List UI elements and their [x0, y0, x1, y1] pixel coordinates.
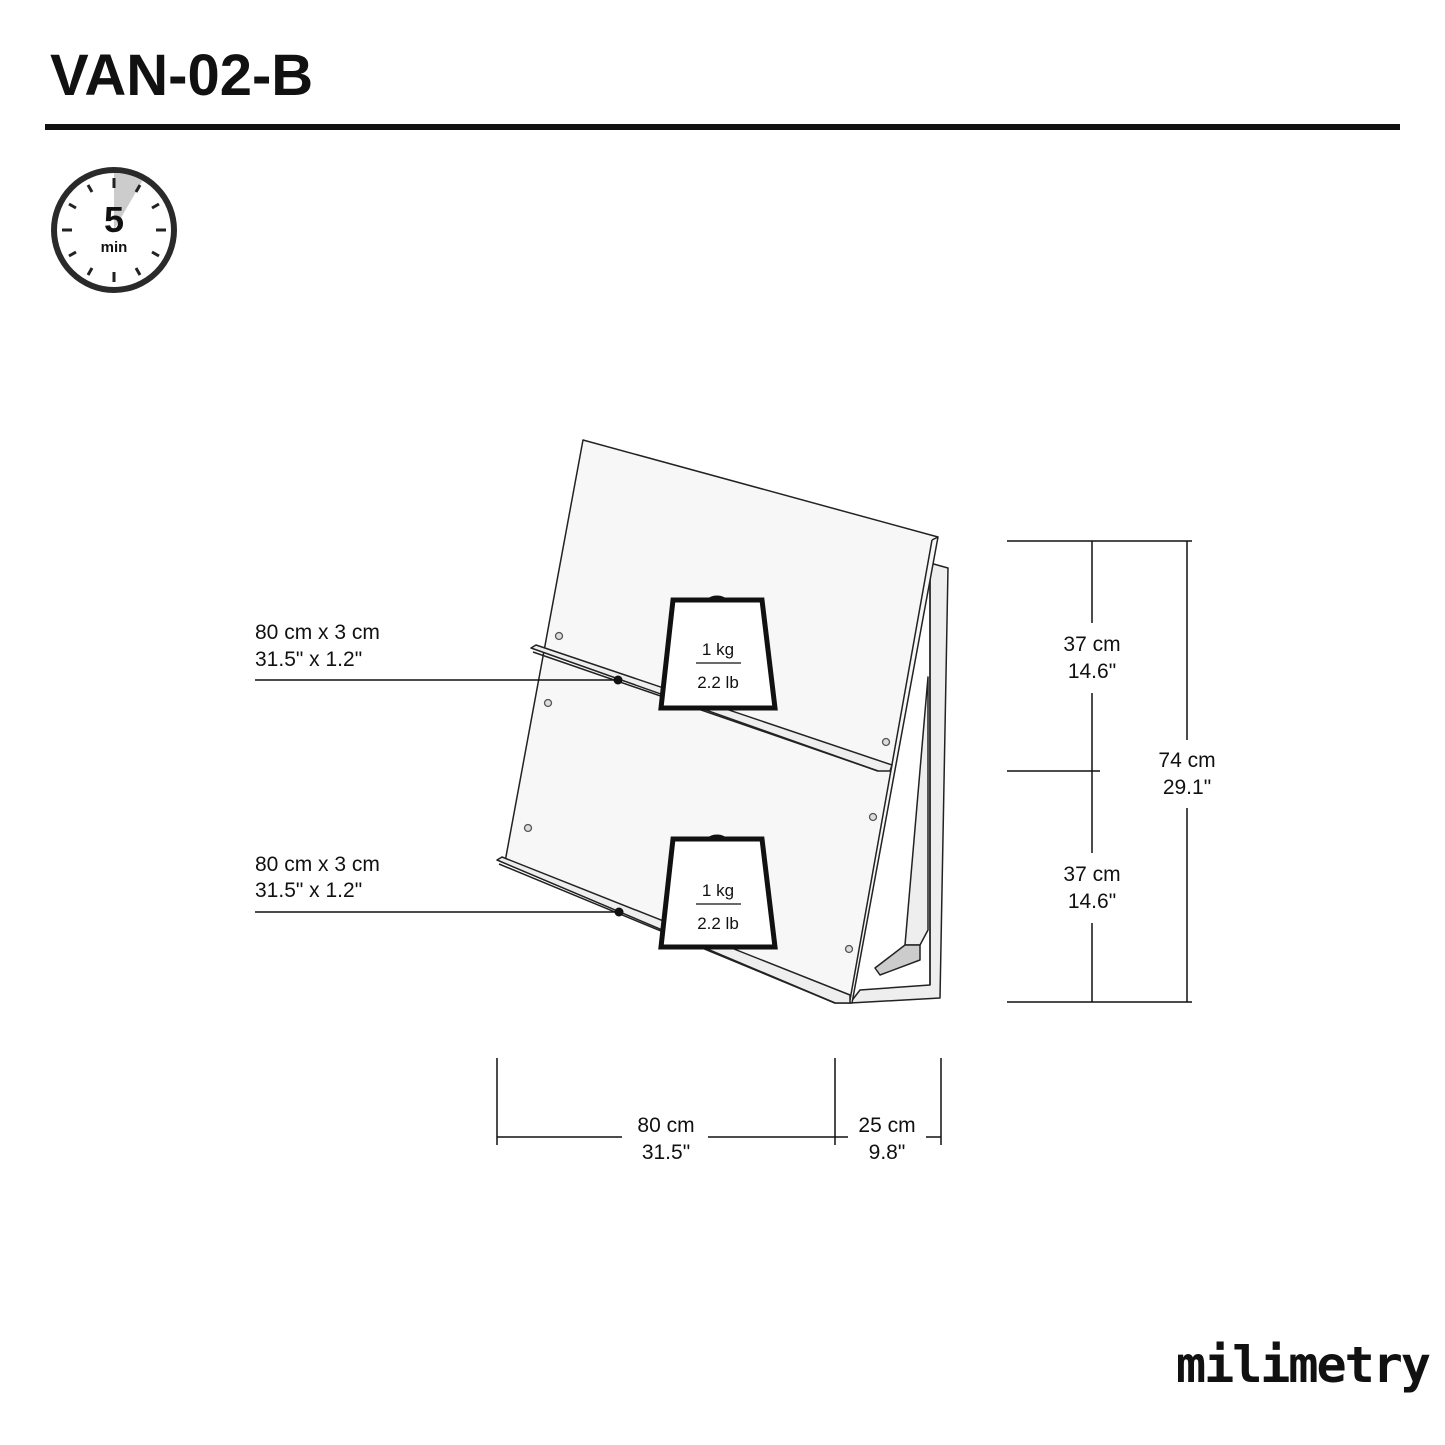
total-height-in: 29.1" — [1163, 776, 1211, 799]
assembly-time-value: 5 — [104, 199, 124, 240]
assembly-time-clock-icon: 5 min — [51, 167, 177, 293]
width-depth-dimension-lines — [496, 1058, 942, 1145]
lower-section-height-cm: 37 cm — [1063, 863, 1120, 886]
height-dimension-lines — [1007, 540, 1192, 1003]
elapsed-time-wedge — [114, 172, 143, 230]
upper-load-lb: 2.2 lb — [697, 673, 739, 692]
product-code-title: VAN-02-B — [50, 43, 313, 108]
upper-section-height-cm: 37 cm — [1063, 633, 1120, 656]
header-rule — [45, 124, 1400, 130]
lower-shelf-size-cm: 80 cm x 3 cm — [255, 853, 380, 876]
upper-shelf-callout: 80 cm x 3 cm 31.5" x 1.2" — [255, 621, 623, 685]
upper-shelf-size-cm: 80 cm x 3 cm — [255, 621, 380, 644]
lower-section-height-in: 14.6" — [1068, 890, 1116, 913]
upper-shelf-load-weight-icon: 1 kg 2.2 lb — [658, 595, 778, 711]
depth-cm: 25 cm — [858, 1114, 915, 1137]
upper-section-height-in: 14.6" — [1068, 660, 1116, 683]
lower-load-kg: 1 kg — [702, 881, 734, 900]
upper-load-kg: 1 kg — [702, 640, 734, 659]
lower-load-lb: 2.2 lb — [697, 914, 739, 933]
width-in: 31.5" — [642, 1141, 690, 1164]
total-height-cm: 74 cm — [1158, 749, 1215, 772]
depth-in: 9.8" — [869, 1141, 906, 1164]
shelf-unit-drawing — [496, 439, 949, 1004]
assembly-time-unit: min — [101, 239, 128, 256]
milimetry-logo: milimetry — [1176, 1336, 1430, 1394]
lower-shelf-load-weight-icon: 1 kg 2.2 lb — [658, 834, 778, 950]
lower-shelf-callout: 80 cm x 3 cm 31.5" x 1.2" — [255, 853, 624, 917]
lower-shelf-size-in: 31.5" x 1.2" — [255, 879, 362, 902]
width-cm: 80 cm — [637, 1114, 694, 1137]
upper-shelf-size-in: 31.5" x 1.2" — [255, 648, 362, 671]
